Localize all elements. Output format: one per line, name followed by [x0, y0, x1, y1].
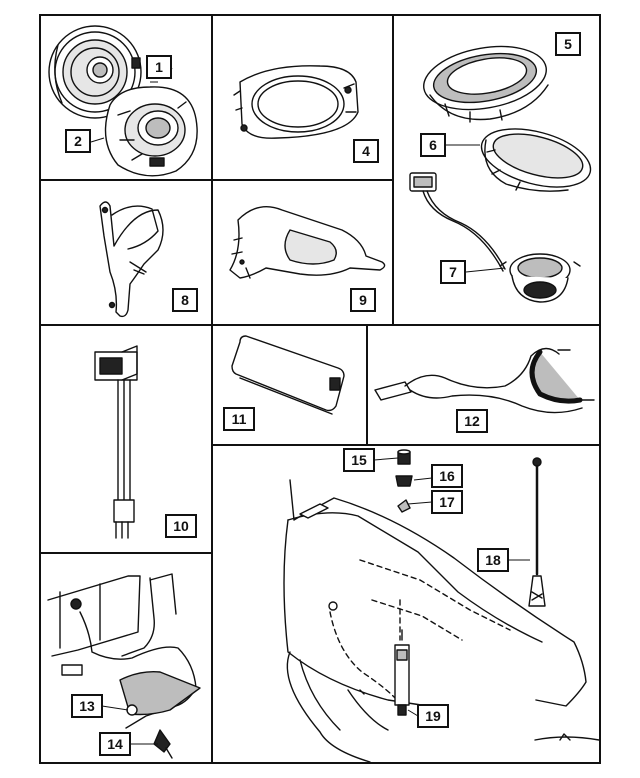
- svg-text:14: 14: [107, 736, 123, 752]
- antenna-bezel: [395, 475, 413, 487]
- callout-7: 7: [440, 260, 466, 284]
- antenna-cap: [397, 499, 411, 513]
- svg-text:10: 10: [173, 518, 189, 534]
- antenna-cable-bracket: [94, 345, 138, 539]
- callout-13: 13: [71, 694, 103, 718]
- callout-8: 8: [172, 288, 198, 312]
- svg-text:13: 13: [79, 698, 95, 714]
- oval-speaker-adapter: [233, 65, 359, 139]
- svg-text:8: 8: [181, 292, 189, 308]
- callout-4: 4: [353, 139, 379, 163]
- callout-6: 6: [420, 133, 446, 157]
- antenna-mast-nut: [397, 449, 411, 465]
- ground-strap: [70, 598, 201, 729]
- callout-17: 17: [431, 490, 463, 514]
- svg-text:17: 17: [439, 494, 455, 510]
- speaker-grille-cover: [231, 335, 345, 415]
- svg-text:2: 2: [74, 133, 82, 149]
- svg-text:4: 4: [362, 143, 370, 159]
- callout-15: 15: [343, 448, 375, 472]
- speaker-pod-bracket: [229, 206, 386, 279]
- svg-text:12: 12: [464, 413, 480, 429]
- svg-text:16: 16: [439, 468, 455, 484]
- callout-10: 10: [165, 514, 197, 538]
- panel-grid: [39, 14, 601, 764]
- svg-text:5: 5: [564, 36, 572, 52]
- speaker-rear-housing: [104, 86, 198, 177]
- callout-5: 5: [555, 32, 581, 56]
- antenna-mast: [528, 457, 546, 607]
- svg-text:9: 9: [359, 292, 367, 308]
- callout-14: 14: [99, 732, 131, 756]
- svg-text:1: 1: [155, 59, 163, 75]
- callout-16: 16: [431, 464, 463, 488]
- svg-text:18: 18: [485, 552, 501, 568]
- svg-text:7: 7: [449, 264, 457, 280]
- speaker-mounting-bracket: [99, 201, 164, 318]
- engine-compartment-outline: [47, 573, 177, 676]
- callout-1: 1: [146, 55, 172, 79]
- fender-with-antenna-body: [283, 479, 600, 763]
- callout-9: 9: [350, 288, 376, 312]
- callout-2: 2: [65, 129, 91, 153]
- callout-12: 12: [456, 409, 488, 433]
- svg-text:19: 19: [425, 708, 441, 724]
- tweeter-with-harness: [409, 172, 581, 303]
- svg-text:11: 11: [232, 411, 247, 427]
- callout-18: 18: [477, 548, 509, 572]
- antenna-wiring-harness: [374, 347, 595, 414]
- callout-11: 11: [223, 407, 255, 431]
- ground-bolt: [153, 729, 173, 759]
- svg-text:6: 6: [429, 137, 437, 153]
- svg-text:15: 15: [351, 452, 367, 468]
- rear-oval-speaker: [423, 45, 549, 123]
- callout-19: 19: [417, 704, 449, 728]
- oval-speaker-with-mount: [480, 128, 592, 192]
